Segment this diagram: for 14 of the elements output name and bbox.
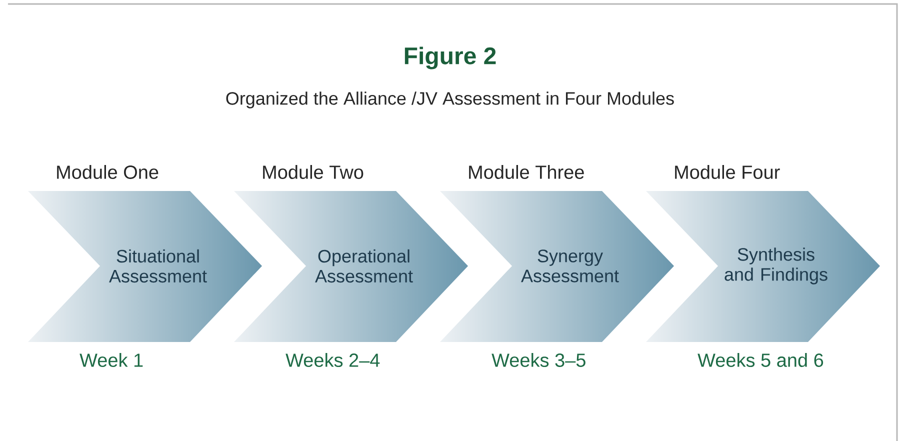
- module-heading: Module One: [57, 165, 158, 179]
- module-heading: Module Two: [263, 165, 364, 179]
- duration-label: Week 1: [80, 353, 143, 367]
- chevron: Synthesis and Findings: [724, 248, 828, 284]
- chevron: Synergy Assessment: [521, 250, 619, 282]
- figure-title: Figure 2: [404, 46, 496, 70]
- duration-label: Weeks 3–5: [492, 353, 586, 367]
- duration-label: Weeks 2–4: [286, 353, 380, 367]
- module-heading: Module Four: [675, 165, 780, 179]
- chevron: Operational Assessment: [315, 249, 413, 283]
- chevron: Situational Assessment: [109, 249, 207, 283]
- module-heading: Module Three: [469, 165, 584, 179]
- duration-label: Weeks 5 and 6: [698, 353, 824, 367]
- subtitle: Organized the Alliance /JV Assessment in Four Modules: [226, 92, 674, 108]
